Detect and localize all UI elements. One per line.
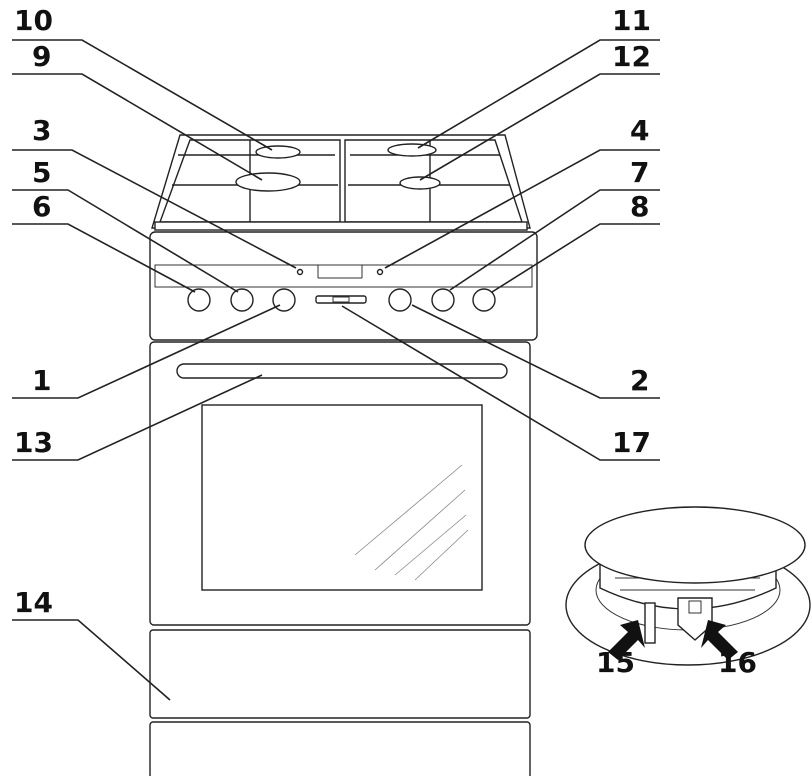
callout-7: 7 <box>630 156 649 189</box>
oven-window <box>201 404 483 591</box>
callout-15: 15 <box>596 646 635 679</box>
callout-12: 12 <box>612 40 651 73</box>
callout-3: 3 <box>32 114 51 147</box>
control-panel <box>149 231 538 341</box>
callout-11: 11 <box>612 4 651 37</box>
timer-display <box>315 295 367 304</box>
knob-5[interactable] <box>431 288 455 312</box>
callout-8: 8 <box>630 190 649 223</box>
callout-6: 6 <box>32 190 51 223</box>
callout-17: 17 <box>612 426 651 459</box>
burner-rear-left <box>255 145 301 159</box>
burner-detail <box>565 506 811 666</box>
oven-door-handle[interactable] <box>176 363 508 379</box>
thermocouple <box>644 602 656 644</box>
callout-1: 1 <box>32 364 51 397</box>
callout-10: 10 <box>14 4 53 37</box>
knob-3[interactable] <box>272 288 296 312</box>
knob-4[interactable] <box>388 288 412 312</box>
control-knobs <box>187 288 496 312</box>
callout-2: 2 <box>630 364 649 397</box>
callout-9: 9 <box>32 40 51 73</box>
burner-rear-right <box>387 143 437 157</box>
callout-14: 14 <box>14 586 53 619</box>
oven <box>149 341 531 626</box>
leader-lines <box>12 39 660 701</box>
knob-1[interactable] <box>187 288 211 312</box>
igniter <box>677 597 713 641</box>
knob-6[interactable] <box>472 288 496 312</box>
callout-5: 5 <box>32 156 51 189</box>
callout-16: 16 <box>718 646 757 679</box>
burner-front-left <box>235 172 301 192</box>
knob-2[interactable] <box>230 288 254 312</box>
callout-labels: 10 9 3 5 6 1 13 14 11 12 4 7 8 2 17 15 1… <box>14 4 757 679</box>
callout-13: 13 <box>14 426 53 459</box>
storage-drawer[interactable] <box>149 629 531 719</box>
stove-base <box>149 721 531 776</box>
burner-front-right <box>399 176 441 190</box>
callout-4: 4 <box>630 114 649 147</box>
